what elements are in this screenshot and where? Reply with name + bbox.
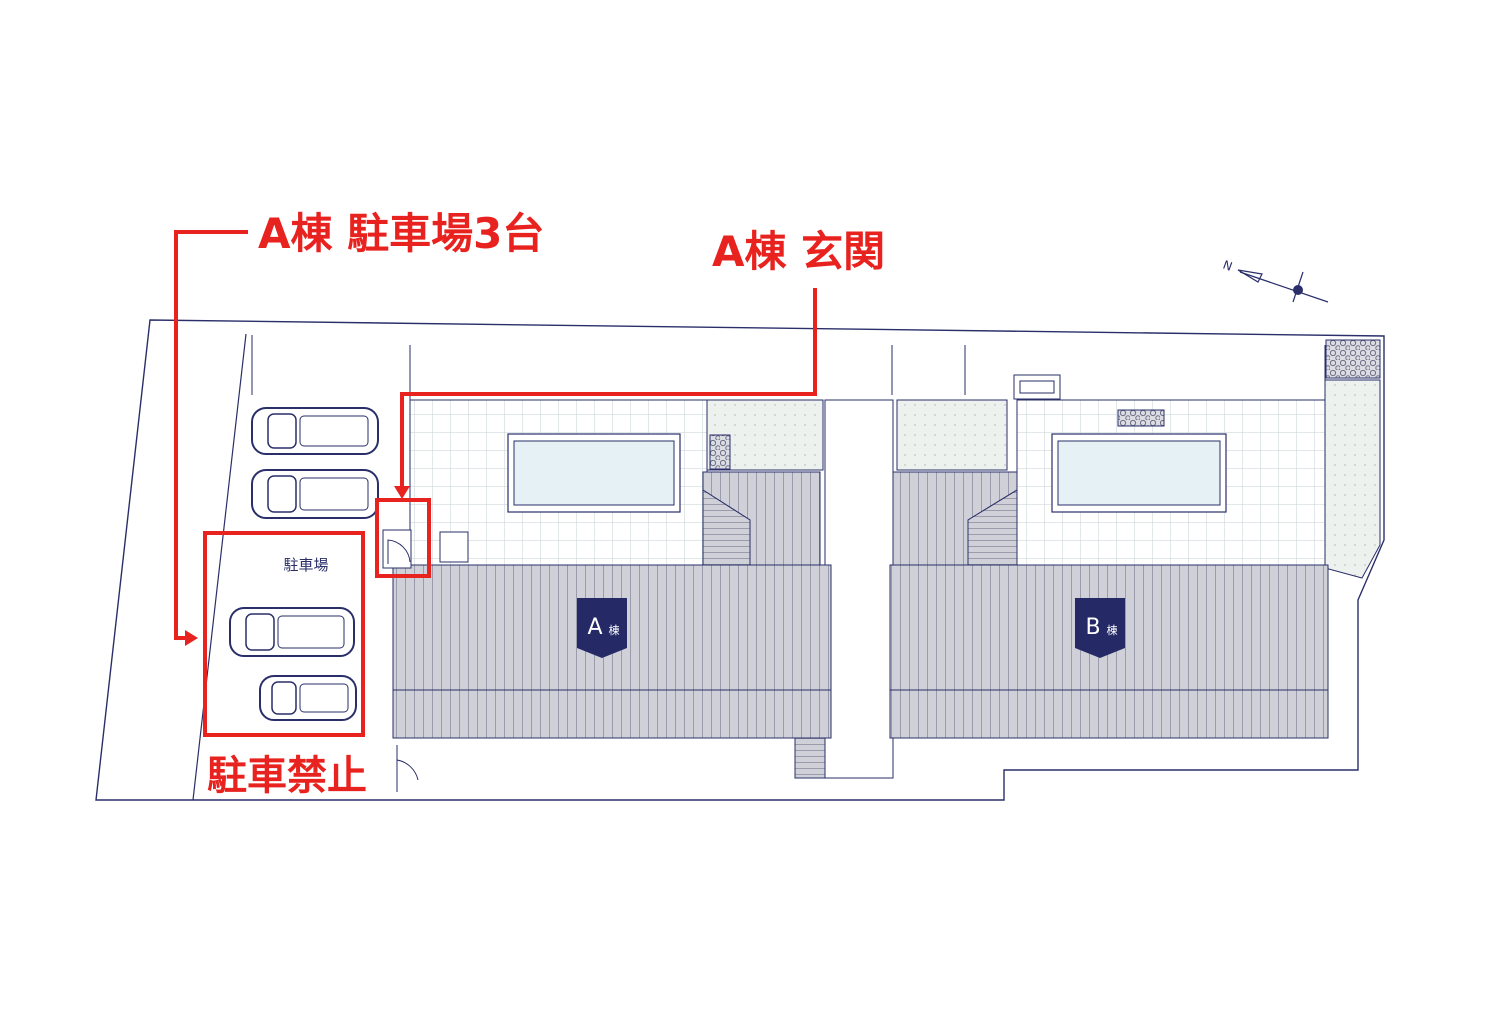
car-icon: [251, 469, 379, 519]
building-a-badge: A 棟: [577, 598, 627, 658]
no-parking-highlight-box: [203, 531, 365, 737]
entrance-highlight-box: [375, 498, 431, 578]
building-a-suffix: 棟: [609, 623, 620, 637]
north-letter: N: [1221, 258, 1234, 274]
central-walkway: [794, 399, 894, 779]
garden-areas: [706, 339, 1381, 579]
car-icon: [229, 607, 355, 657]
building-b-letter: B: [1085, 615, 1100, 640]
building-b-suffix: 棟: [1107, 623, 1118, 637]
stairs: [702, 471, 1018, 566]
building-b-deck: [1013, 374, 1326, 569]
annotation-parking-3: A棟 駐車場3台: [258, 209, 544, 258]
building-a-letter: A: [587, 615, 602, 640]
car-icon: [259, 675, 357, 721]
car-icon: [251, 407, 379, 455]
parking-area-label: 駐車場: [283, 556, 328, 574]
annotation-entrance: A棟 玄関: [712, 227, 885, 276]
entrance-door: [382, 529, 412, 569]
car-icons: [229, 407, 379, 721]
b-utility-box: [1117, 409, 1165, 427]
annotation-no-parking: 駐車禁止: [207, 753, 367, 799]
red-annotations: [174, 230, 817, 737]
building-b-badge: B 棟: [1075, 598, 1125, 658]
gravel-patch: [1325, 339, 1381, 379]
north-arrow-icon: N: [1221, 258, 1329, 303]
side-door: [396, 745, 419, 792]
building-a-deck: [409, 399, 708, 569]
